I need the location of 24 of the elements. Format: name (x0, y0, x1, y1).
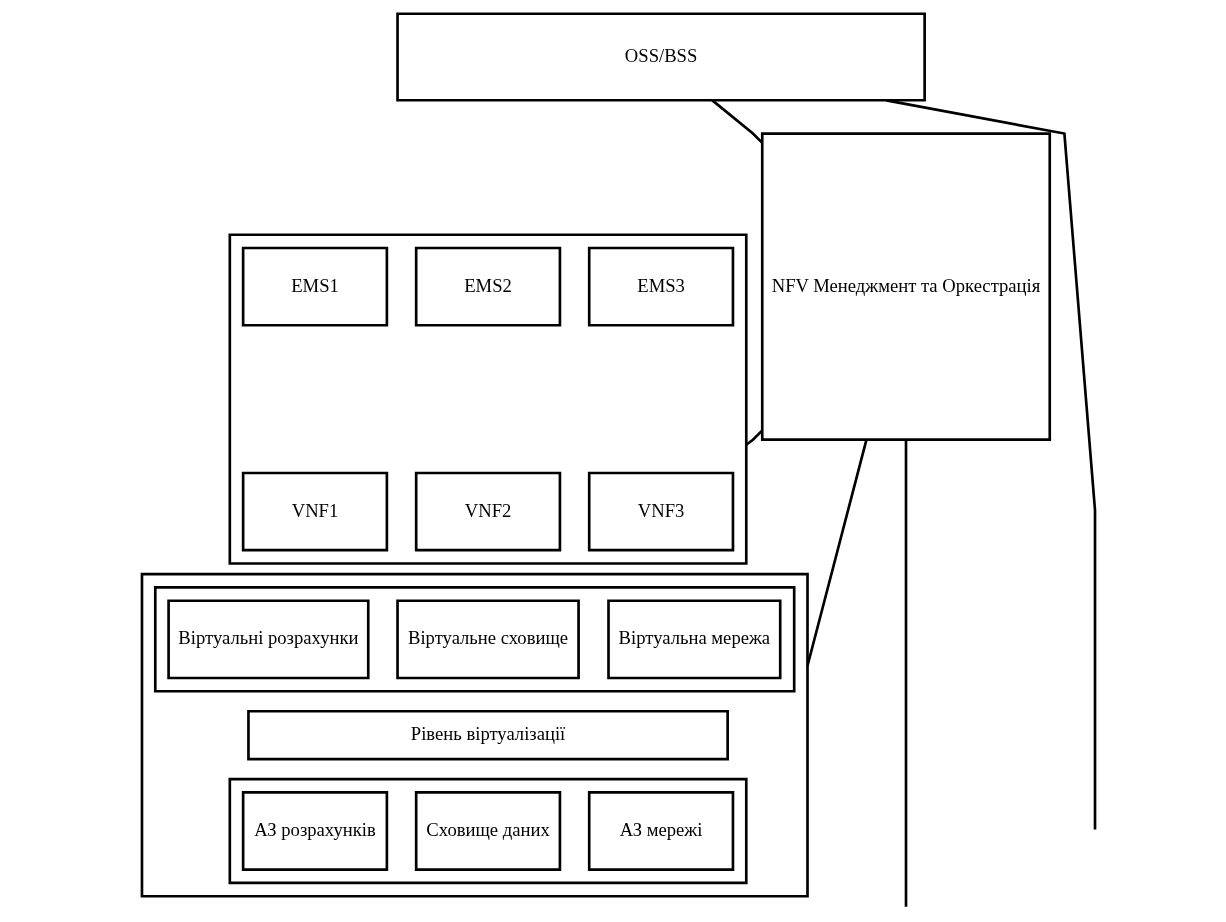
cluster (140, 572, 809, 898)
node-box: Віртуальне сховище (395, 599, 580, 680)
node-box: EMS2 (414, 246, 561, 327)
node-box: VNF3 (587, 471, 734, 552)
connector (805, 439, 868, 667)
node-box: АЗ мережі (587, 791, 734, 871)
node-box: VNF2 (414, 471, 561, 552)
node-box: OSS/BSS (395, 12, 926, 102)
node-box: NFV Менеджмент та Оркестрація (760, 132, 1051, 442)
node-box: Віртуальна мережа (606, 599, 782, 680)
cluster (228, 233, 748, 565)
node-box: Сховище даних (414, 791, 561, 871)
connector (744, 429, 763, 446)
node-box: Віртуальні розрахунки (166, 599, 370, 680)
node-box: EMS3 (587, 246, 734, 327)
connector (904, 440, 907, 907)
connector (885, 99, 1096, 830)
connector (711, 99, 763, 144)
node-box: АЗ розрахунків (241, 791, 388, 871)
node-box: VNF1 (241, 471, 388, 552)
node-box: Рівень віртуалізації (246, 709, 729, 761)
cluster (228, 777, 748, 885)
cluster (153, 586, 796, 693)
node-box: EMS1 (241, 246, 388, 327)
